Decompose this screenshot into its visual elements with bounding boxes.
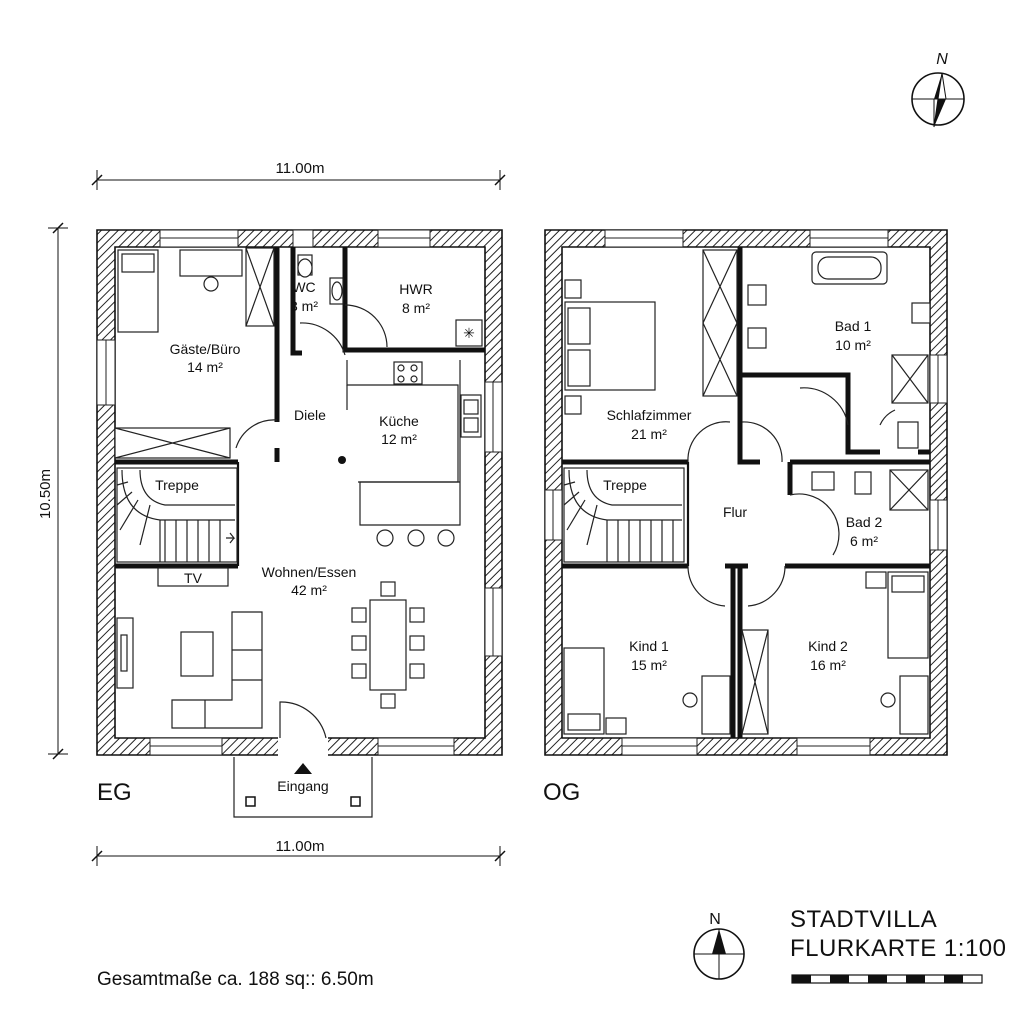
sideboard <box>116 617 134 689</box>
eg-stairs <box>116 467 238 563</box>
bar-stool <box>376 529 394 547</box>
eg-room-gaeste-name: Gäste/Büro <box>170 341 241 357</box>
eg-outer-wall <box>96 229 503 756</box>
compass-top-north-label: N <box>936 51 948 68</box>
compass-top: N <box>911 51 965 128</box>
dimension-top-label: 11.00m <box>276 160 325 177</box>
eg-room-gaeste-area: 14 m² <box>187 359 223 375</box>
og-room-kind1-area: 15 m² <box>631 657 667 673</box>
toilet <box>897 421 919 449</box>
compass-bottom-north-label: N <box>709 911 721 928</box>
eg-entrance-label: Eingang <box>277 778 328 794</box>
eg-tv-label: TV <box>184 570 203 586</box>
dimension-bottom: 11.00m <box>91 838 506 866</box>
stove <box>393 361 423 385</box>
coffee-table <box>180 631 214 677</box>
compass-needle-icon <box>712 929 719 954</box>
door-swing <box>687 565 726 607</box>
toilet <box>297 258 313 278</box>
toilet <box>854 471 872 495</box>
dimension-top: 11.00m <box>91 160 506 190</box>
sink <box>747 284 767 306</box>
bar-stool <box>437 529 455 547</box>
title-line-2: FLURKARTE 1:100 <box>790 935 1006 962</box>
floor-eg: ✳ <box>96 229 503 818</box>
bar-stool <box>407 529 425 547</box>
og-room-kind1-name: Kind 1 <box>629 638 669 654</box>
og-room-bad2-area: 6 m² <box>850 533 878 549</box>
toilet <box>911 302 931 324</box>
sofa <box>171 611 263 729</box>
door-swing <box>789 493 840 556</box>
door-swing <box>741 421 783 463</box>
desk <box>701 675 731 735</box>
entrance-porch <box>233 757 373 818</box>
chair <box>682 692 698 708</box>
nightstand <box>564 279 582 299</box>
dimension-bottom-label: 11.00m <box>276 838 325 855</box>
og-room-bad2-name: Bad 2 <box>846 514 883 530</box>
og-room-bad1-area: 10 m² <box>835 337 871 353</box>
desk <box>179 249 243 277</box>
door-swing <box>235 419 278 449</box>
chair <box>203 276 219 292</box>
nightstand <box>564 395 582 415</box>
tv-board <box>157 567 229 587</box>
eg-room-hwr-area: 8 m² <box>402 300 430 316</box>
entrance-arrow-icon <box>294 763 312 774</box>
compass-needle-icon <box>934 73 942 99</box>
door-swing <box>687 421 731 463</box>
eg-room-wohnen-area: 42 m² <box>291 582 327 598</box>
door-swing <box>799 387 849 426</box>
eg-room-wc-area: 3 m² <box>290 298 318 314</box>
desk <box>899 675 929 735</box>
dining-table <box>369 599 407 691</box>
eg-room-hwr-name: HWR <box>399 281 432 297</box>
kitchen-sink <box>460 394 482 438</box>
sink <box>747 327 767 349</box>
eg-room-kueche-area: 12 m² <box>381 431 417 447</box>
eg-room-kueche-name: Küche <box>379 413 419 429</box>
sink <box>811 471 835 491</box>
og-room-schlaf-area: 21 m² <box>631 426 667 442</box>
bathtub <box>811 251 888 285</box>
dimension-left-label: 10.50m <box>37 469 54 519</box>
entrance-door <box>279 701 327 739</box>
eg-room-diele-name: Diele <box>294 407 326 423</box>
eg-window <box>292 229 314 248</box>
og-room-schlaf-name: Schlafzimmer <box>607 407 692 423</box>
eg-room-wc-name: WC <box>292 279 315 295</box>
svg-text:✳: ✳ <box>463 325 475 341</box>
door-swing <box>344 304 388 348</box>
og-room-treppe-name: Treppe <box>603 477 647 493</box>
eg-floor-label: EG <box>97 779 132 806</box>
wardrobe <box>702 249 738 397</box>
og-room-flur-name: Flur <box>723 504 747 520</box>
nightstand <box>865 571 887 589</box>
dimension-left: 10.50m <box>37 222 68 760</box>
og-room-kind2-area: 16 m² <box>810 657 846 673</box>
eg-room-treppe-name: Treppe <box>155 477 199 493</box>
og-stairs <box>563 467 685 563</box>
compass-bottom: N <box>693 911 745 980</box>
eg-room-wohnen-name: Wohnen/Essen <box>262 564 357 580</box>
title-line-1: STADTVILLA <box>790 906 937 933</box>
washing-machine <box>455 319 483 347</box>
og-room-kind2-name: Kind 2 <box>808 638 848 654</box>
footer-total-dimensions: Gesamtmaße ca. 188 sq:: 6.50m <box>97 969 374 990</box>
floor-og <box>544 229 948 756</box>
door-swing <box>299 322 346 356</box>
og-room-bad1-name: Bad 1 <box>835 318 872 334</box>
og-floor-label: OG <box>543 779 580 806</box>
chair <box>880 692 896 708</box>
scale-bar <box>791 974 983 984</box>
door-swing <box>747 565 786 607</box>
nightstand <box>605 717 627 735</box>
